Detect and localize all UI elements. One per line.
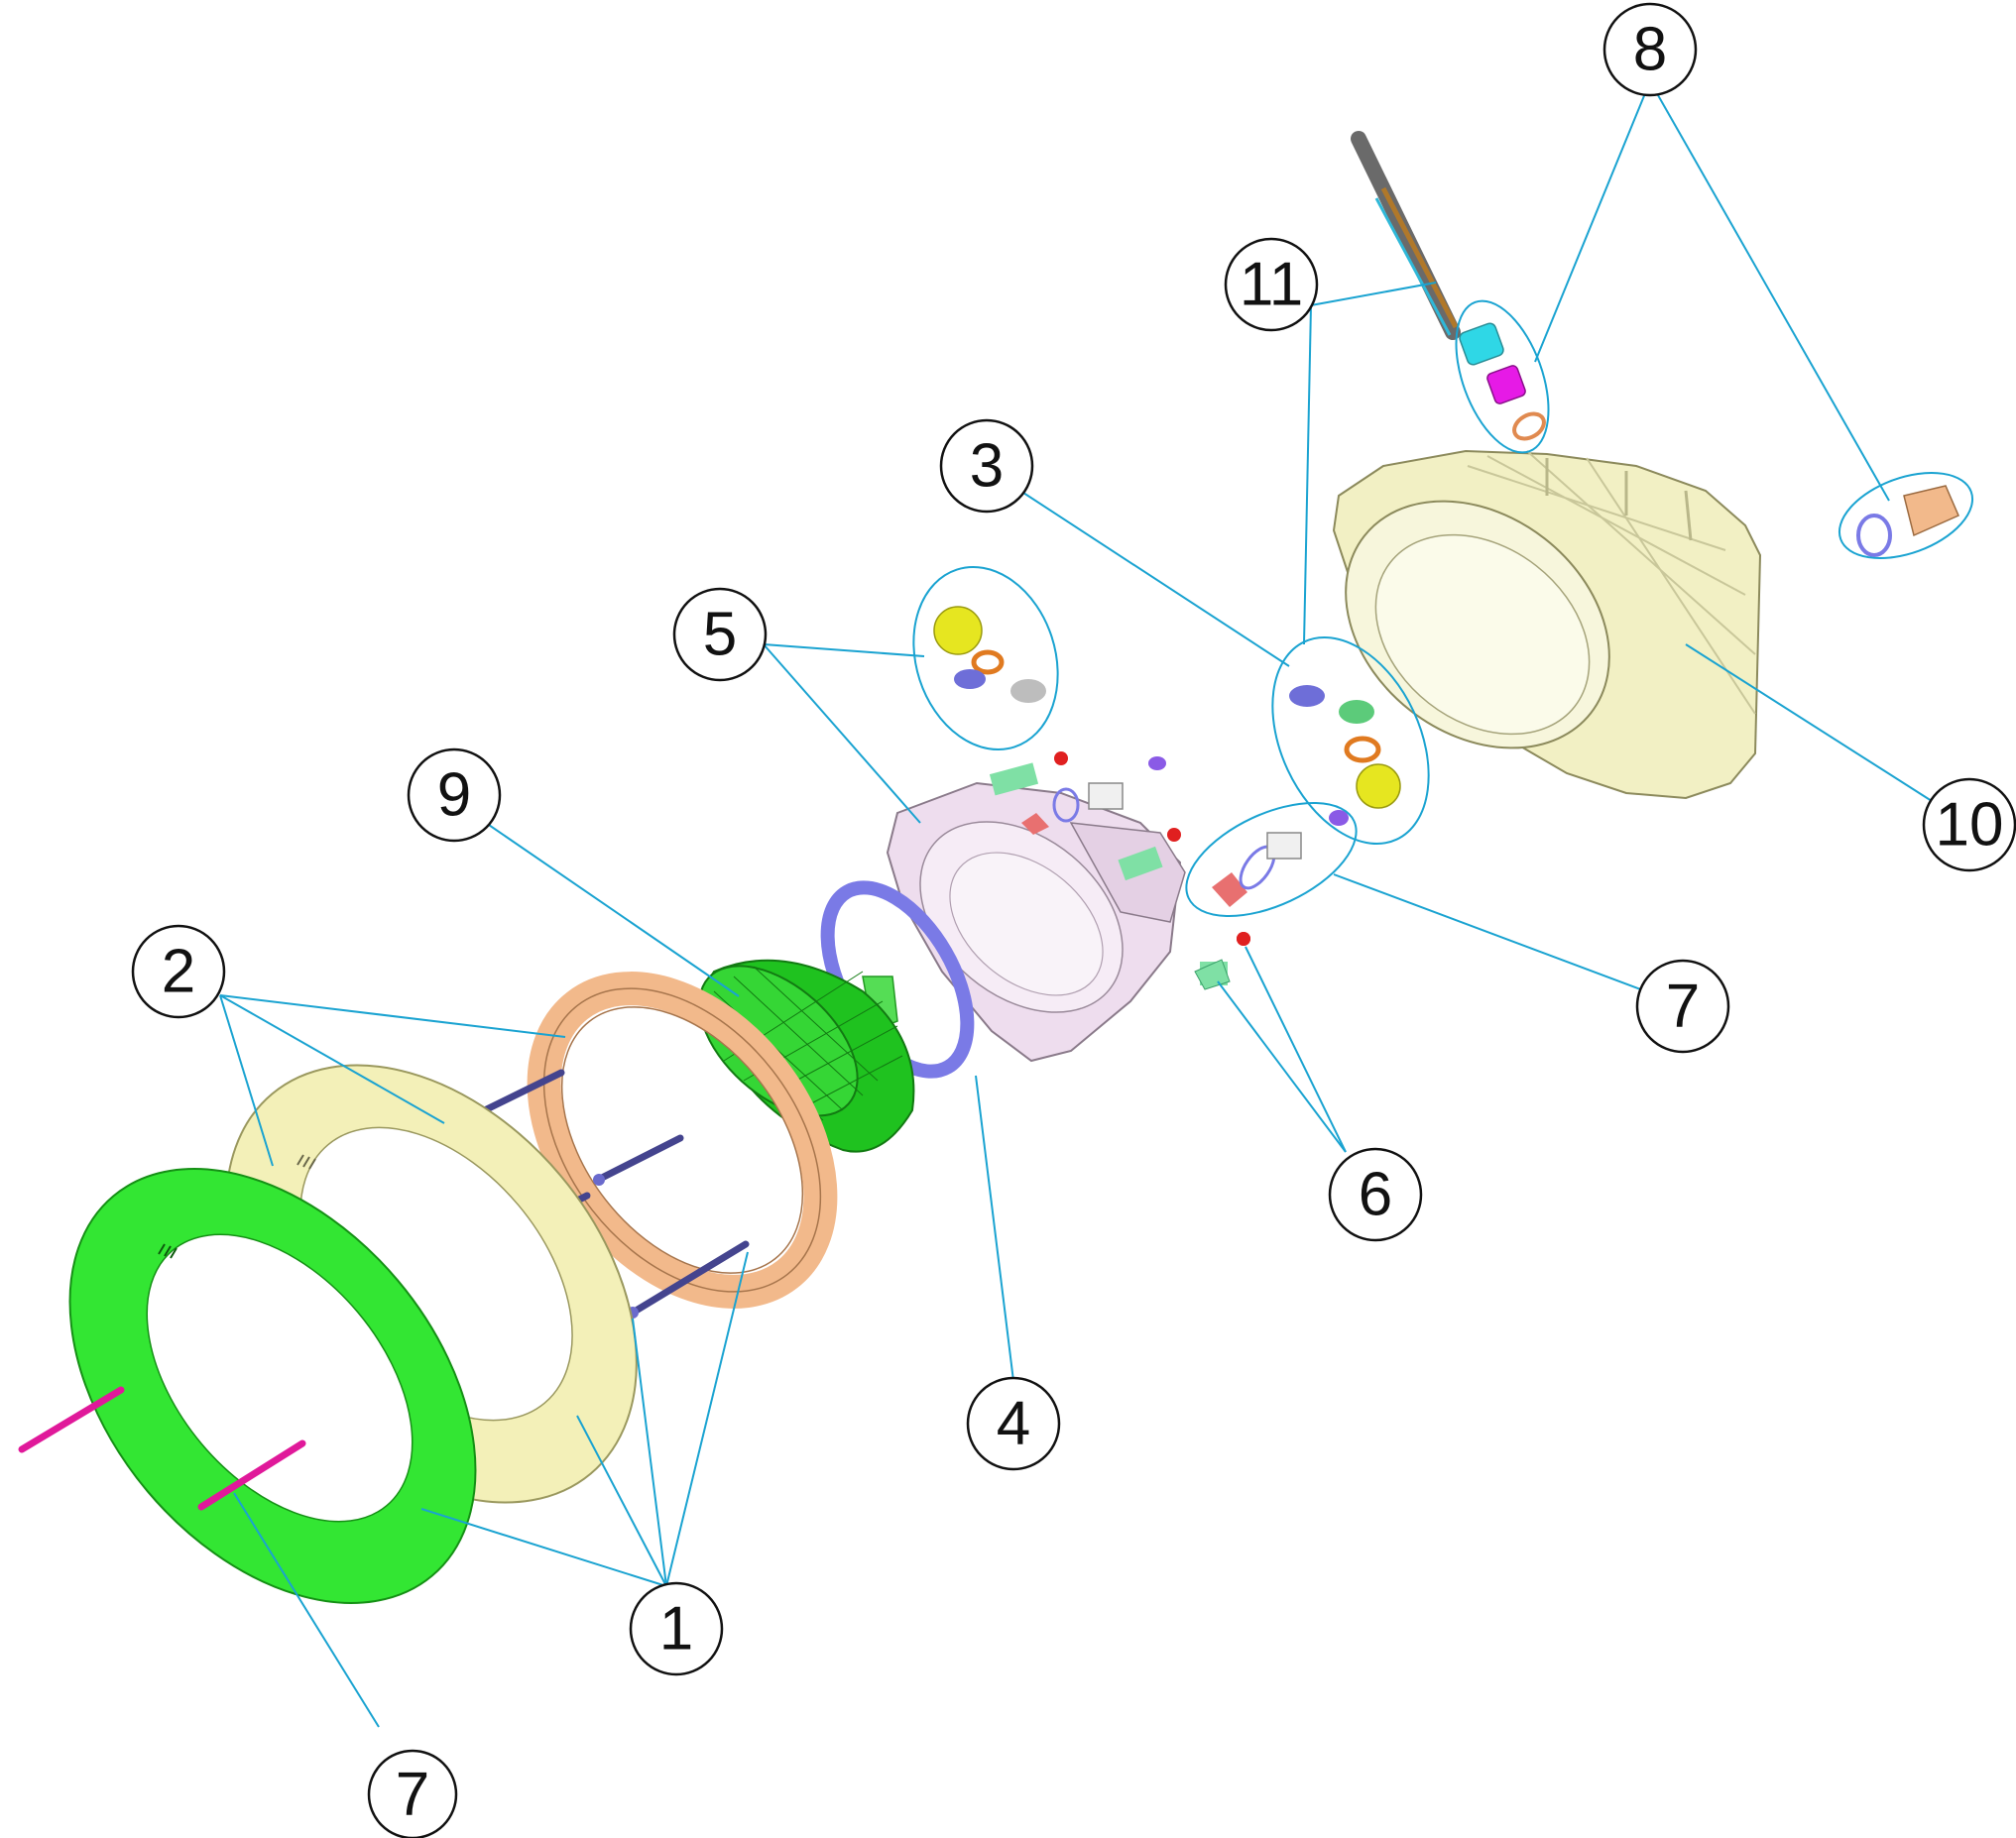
seal-kit-5: [933, 606, 1046, 703]
seal-kit-7: [1212, 810, 1349, 907]
callout-6: 6: [1328, 1147, 1423, 1242]
housing-niche: [1332, 449, 1762, 800]
callout-2: 2: [131, 924, 226, 1019]
svg-text:10: 10: [1936, 791, 2004, 860]
clips-6: [1194, 932, 1250, 990]
group-ellipse-8b: [1838, 472, 1974, 559]
svg-text:8: 8: [1633, 16, 1667, 84]
callout-5: 5: [672, 587, 768, 682]
callout-9: 9: [407, 747, 502, 843]
callout-7-bottom: 7: [367, 1749, 458, 1838]
svg-text:2: 2: [162, 938, 195, 1006]
side-gland: [1856, 485, 1959, 557]
svg-text:6: 6: [1359, 1161, 1392, 1229]
retaining-ring: [527, 972, 838, 1309]
svg-text:3: 3: [970, 432, 1004, 501]
seal-kit-3: [1289, 685, 1401, 809]
callout-1: 1: [629, 1581, 724, 1676]
callout-10: 10: [1922, 777, 2016, 872]
callout-11: 11: [1224, 237, 1319, 332]
group-ellipse-7: [1185, 801, 1358, 918]
frame-screws: [18, 1386, 306, 1511]
svg-text:7: 7: [396, 1761, 429, 1829]
cable-gland-assembly: [1351, 131, 1546, 441]
group-ellipse-5: [912, 566, 1059, 750]
svg-text:7: 7: [1666, 973, 1700, 1041]
svg-text:11: 11: [1240, 251, 1303, 319]
callout-8: 8: [1602, 2, 1698, 97]
callout-4: 4: [966, 1376, 1061, 1471]
group-ellipse-8: [1455, 299, 1550, 454]
svg-text:9: 9: [437, 761, 471, 830]
led-lamp: [698, 959, 915, 1153]
svg-text:5: 5: [703, 601, 737, 669]
svg-text:1: 1: [659, 1595, 693, 1664]
leader-lines: [219, 80, 1933, 1728]
callout-3: 3: [939, 418, 1034, 514]
svg-text:4: 4: [997, 1390, 1030, 1458]
callout-7-right: 7: [1635, 959, 1730, 1054]
green-front-frame: [68, 1168, 477, 1604]
